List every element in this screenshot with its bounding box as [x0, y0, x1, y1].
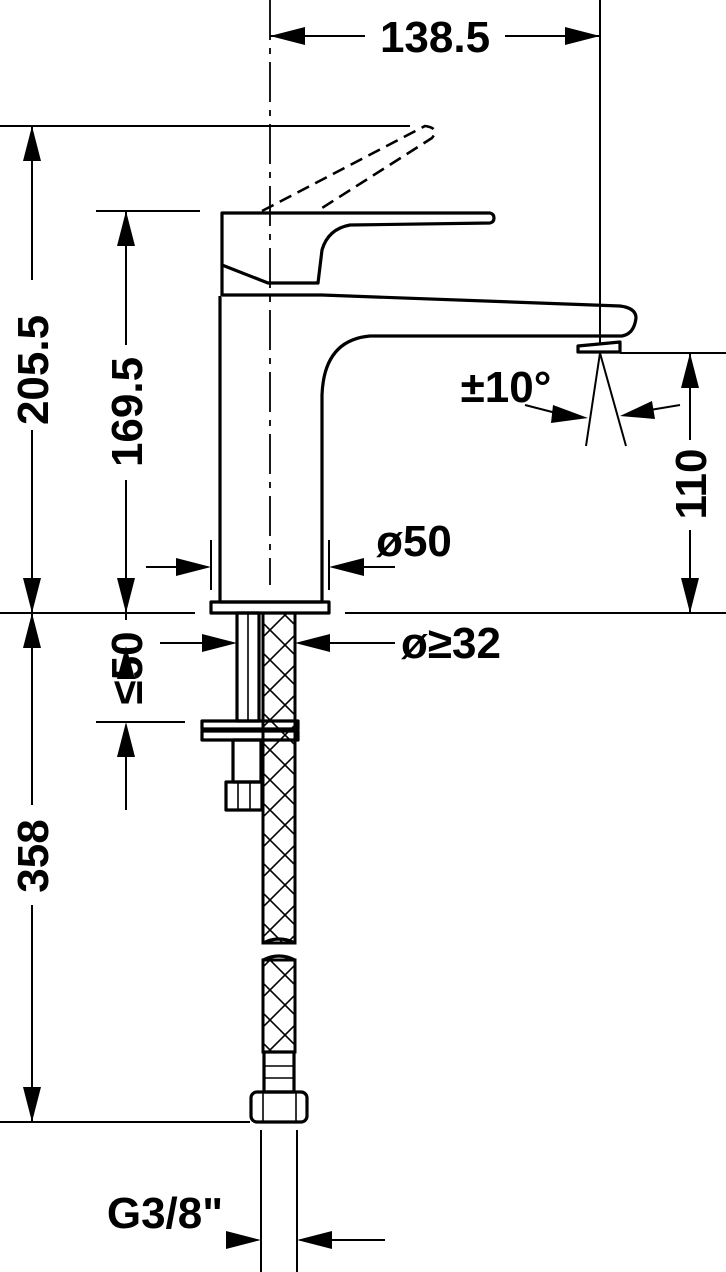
dim-hose-length: [23, 613, 41, 1122]
dim-handle-height: [117, 211, 135, 613]
dim-hole-diameter: [160, 634, 395, 652]
label-hole-diameter: ø≥32: [401, 619, 501, 668]
label-body-diameter: ø50: [376, 517, 452, 566]
dim-body-diameter: [146, 558, 395, 576]
label-outlet-height: 110: [667, 449, 716, 520]
dim-connection-thread: [226, 1231, 385, 1249]
label-deck-thickness: ≤50: [103, 631, 152, 704]
braided-hose: [249, 611, 309, 1124]
dim-aerator-swivel: [524, 352, 681, 447]
label-aerator-swivel: ±10°: [461, 363, 552, 412]
lever-raised-outline: [261, 124, 437, 213]
faucet-body: [209, 211, 638, 615]
label-hose-length: 358: [9, 819, 58, 892]
dim-deck-thickness: [117, 613, 135, 810]
label-connection-thread: G3/8": [107, 1189, 223, 1238]
dim-outlet-height: [681, 353, 699, 613]
label-total-height: 205.5: [9, 315, 58, 425]
dim-total-height: [23, 126, 41, 613]
label-handle-height: 169.5: [103, 357, 152, 467]
label-spout-reach: 138.5: [380, 13, 490, 62]
dim-spout-reach: [270, 27, 600, 45]
